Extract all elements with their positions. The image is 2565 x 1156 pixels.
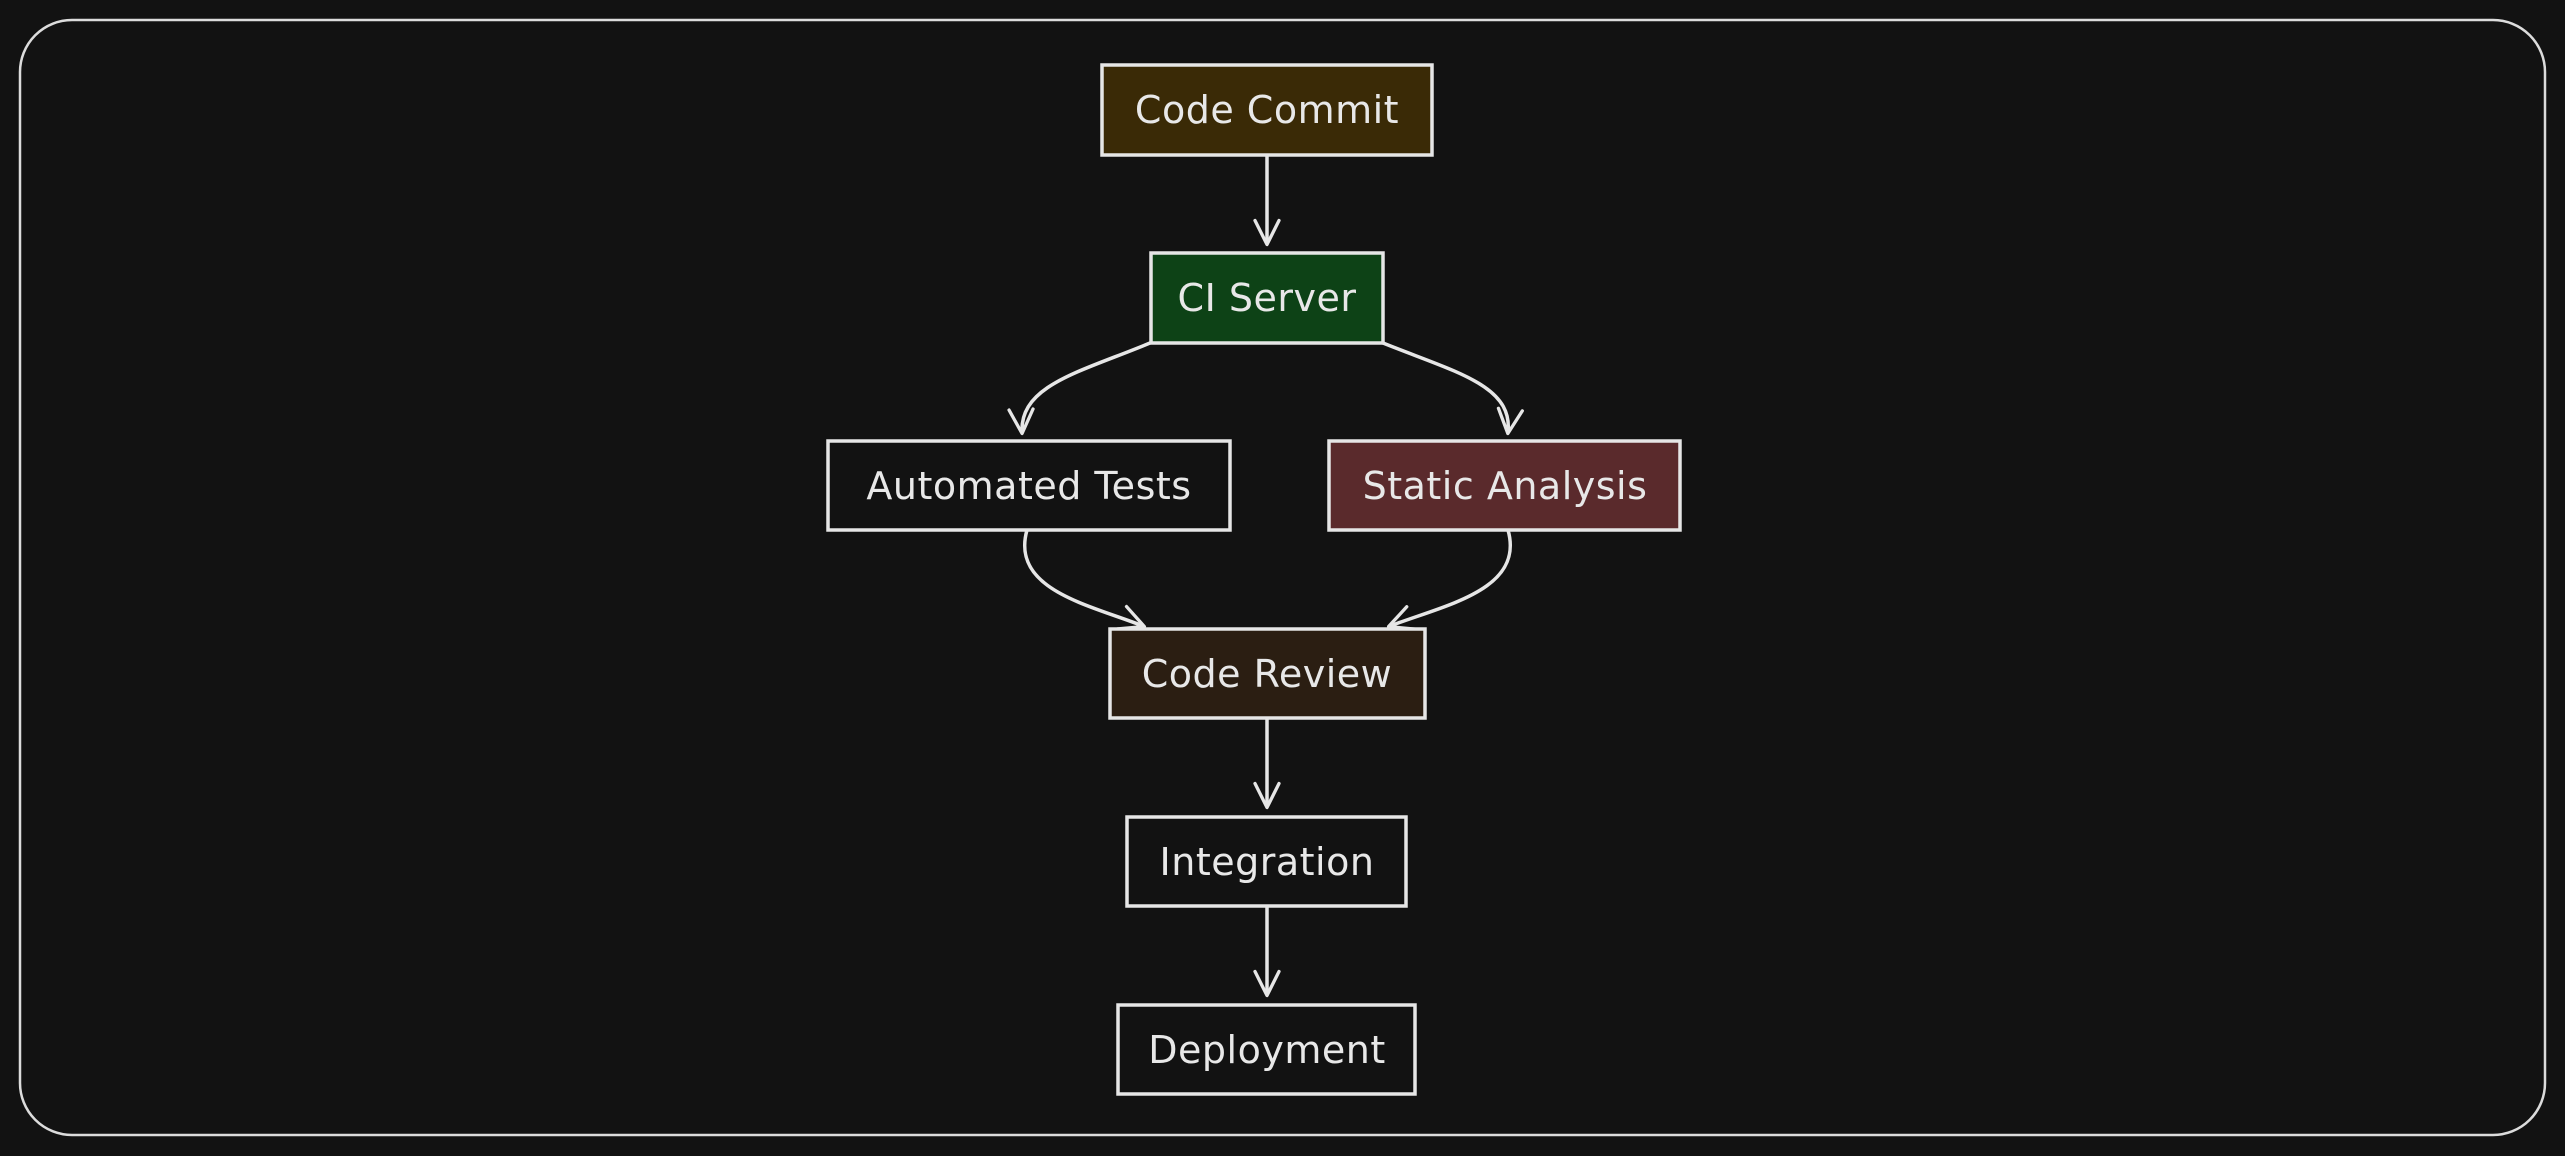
node-deployment-box xyxy=(1116,1003,1417,1096)
node-ci-server: CI Server xyxy=(1149,251,1385,345)
edge-static-analysis-to-code-review xyxy=(1386,528,1512,631)
node-integration: Integration xyxy=(1125,815,1408,908)
node-automated-tests-box xyxy=(826,439,1232,532)
node-code-commit-box xyxy=(1100,63,1434,157)
node-ci-server-label: CI Server xyxy=(1178,276,1357,320)
node-code-review-box xyxy=(1108,627,1427,720)
node-deployment-label: Deployment xyxy=(1148,1028,1385,1072)
outer-frame xyxy=(18,18,2547,1137)
node-integration-label: Integration xyxy=(1160,840,1375,884)
node-ci-server-box xyxy=(1149,251,1385,345)
node-code-commit-label: Code Commit xyxy=(1135,88,1399,132)
node-code-review: Code Review xyxy=(1108,627,1427,720)
edges xyxy=(1007,153,1524,998)
node-code-review-label: Code Review xyxy=(1142,652,1392,696)
edge-ci-server-to-static-analysis xyxy=(1381,341,1524,436)
edge-automated-tests-to-code-review xyxy=(1023,528,1147,631)
node-deployment: Deployment xyxy=(1116,1003,1417,1096)
node-static-analysis-box xyxy=(1327,439,1682,532)
node-automated-tests-label: Automated Tests xyxy=(866,464,1191,508)
node-integration-box xyxy=(1125,815,1408,908)
node-static-analysis-label: Static Analysis xyxy=(1363,464,1648,508)
node-static-analysis: Static Analysis xyxy=(1327,439,1682,532)
edge-ci-server-to-automated-tests xyxy=(1007,341,1152,436)
node-code-commit: Code Commit xyxy=(1100,63,1434,157)
node-automated-tests: Automated Tests xyxy=(826,439,1232,532)
